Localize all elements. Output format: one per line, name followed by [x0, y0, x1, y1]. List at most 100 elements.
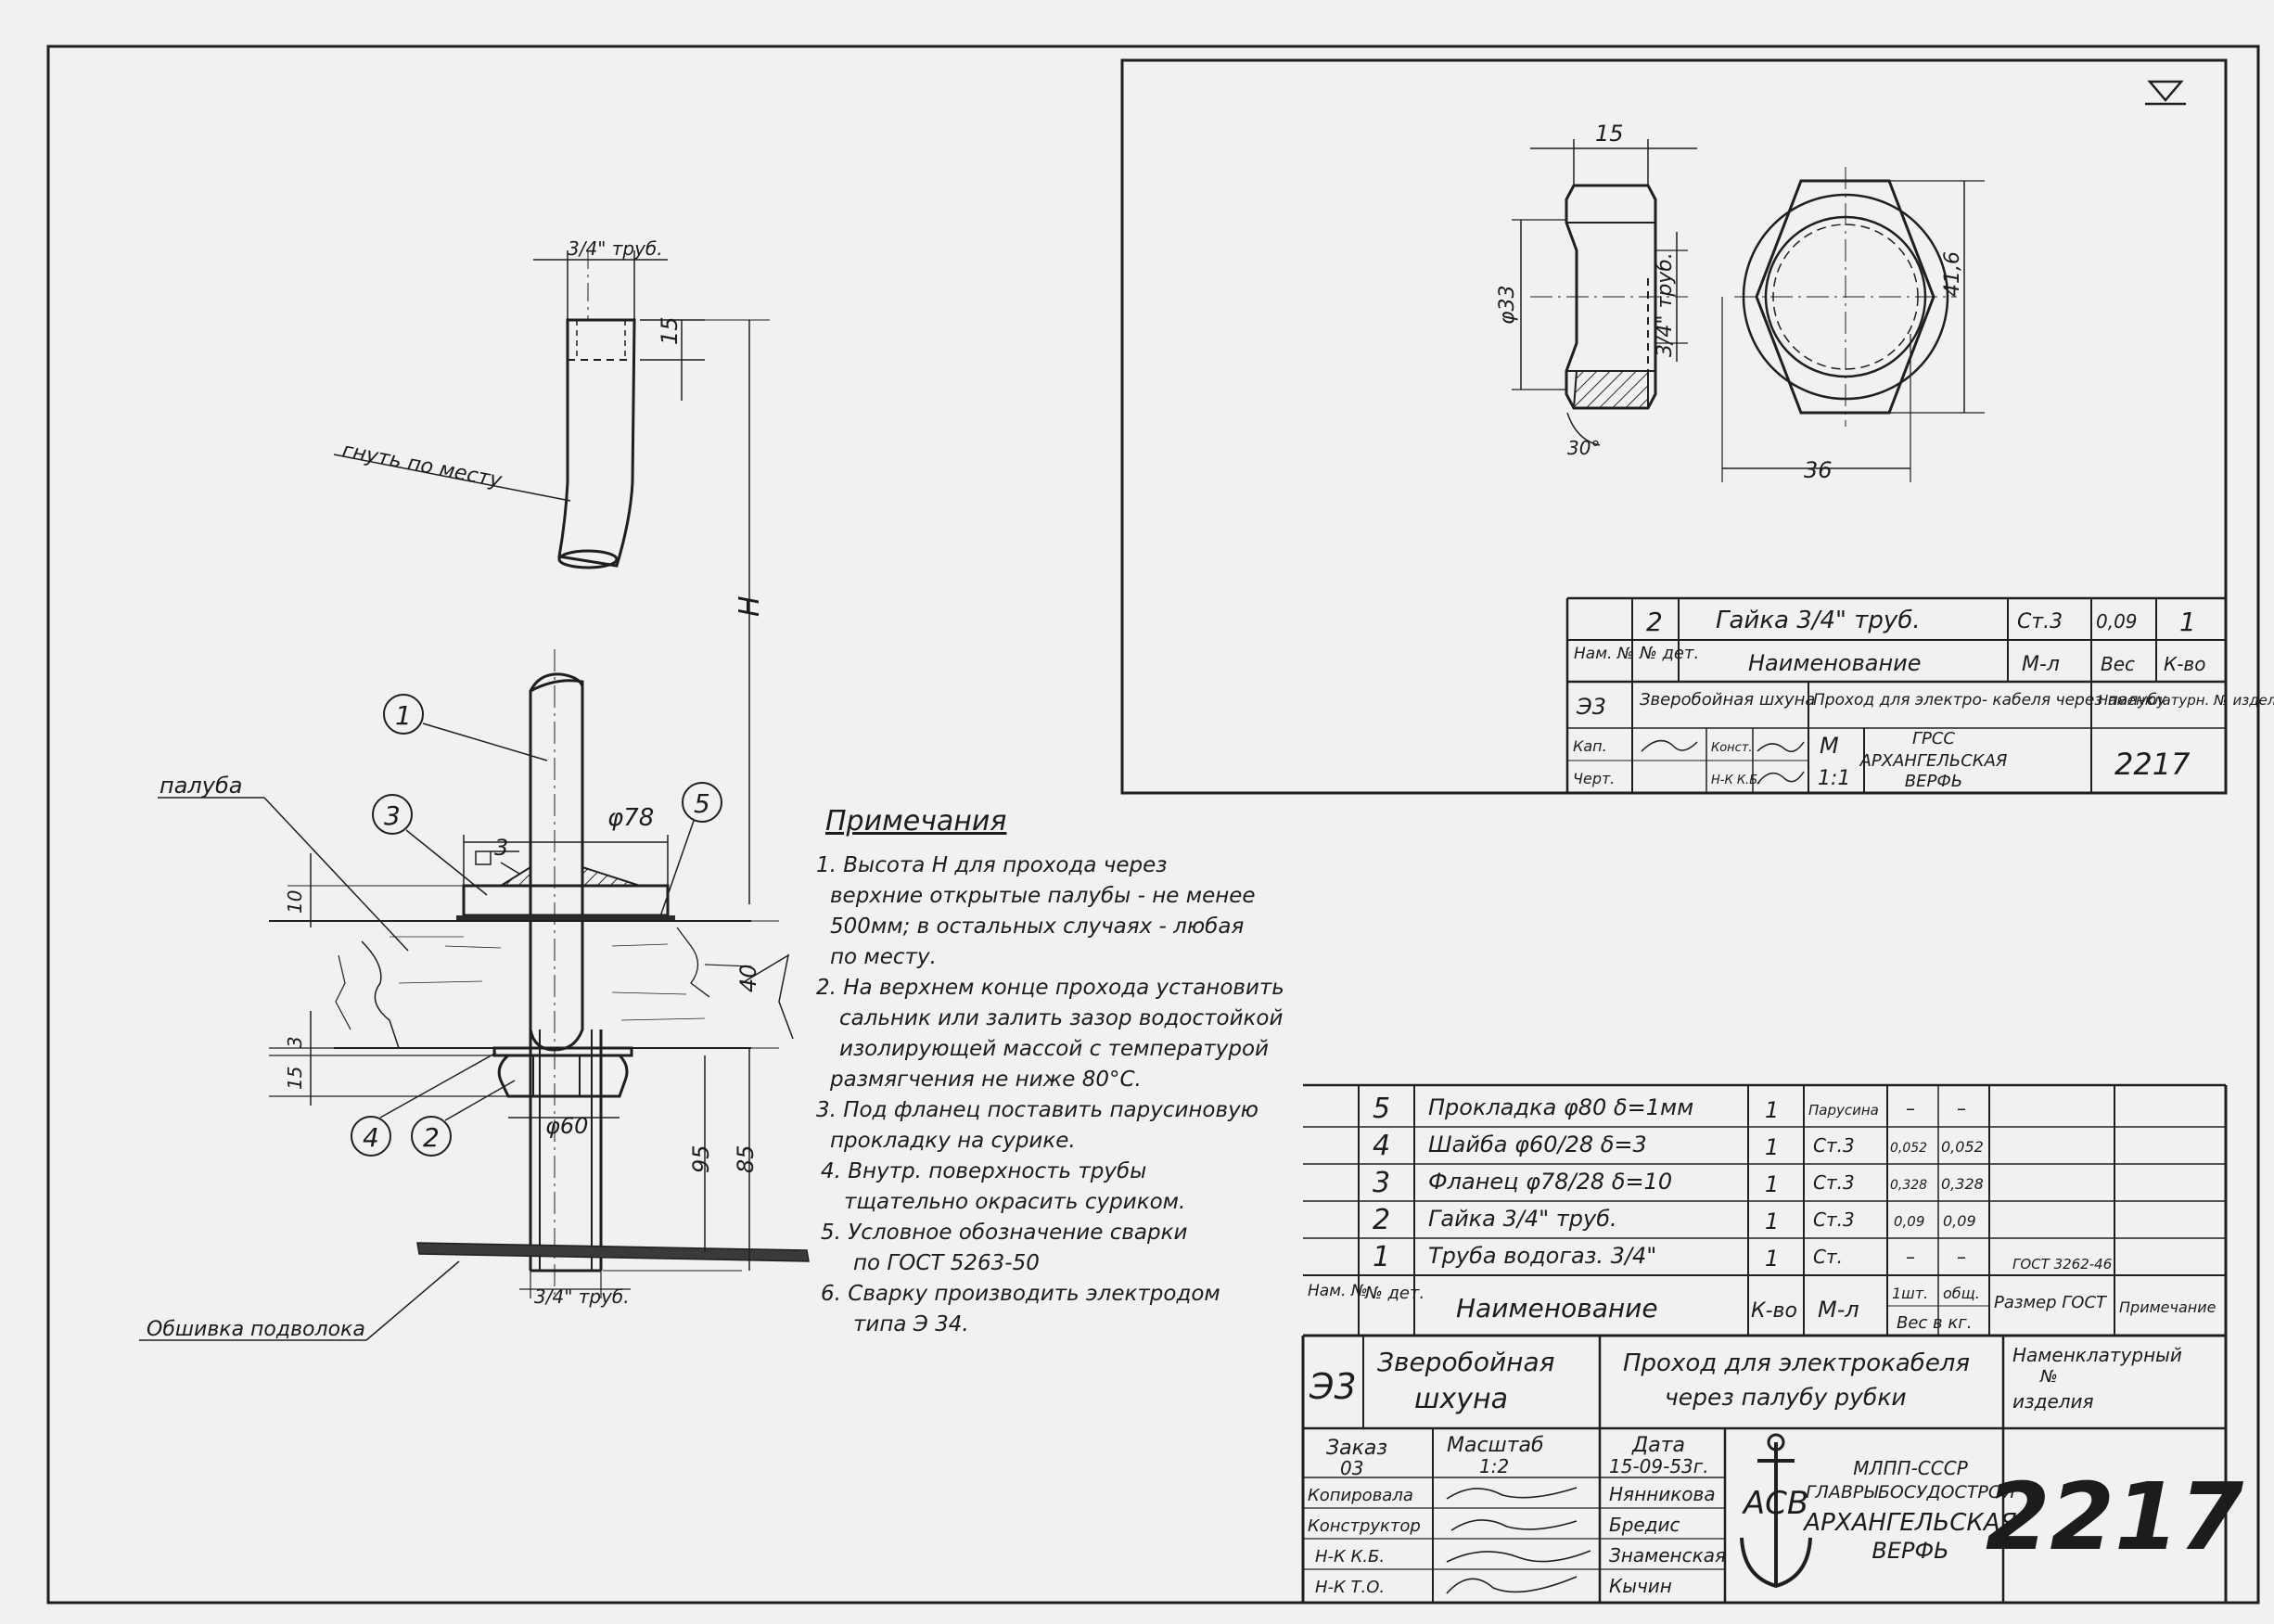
pipe-upper	[557, 318, 636, 568]
note-line: изолирующей массой с температурой	[839, 1037, 1269, 1061]
svg-text:2: 2	[1646, 607, 1663, 637]
svg-text:1: 1	[395, 700, 412, 731]
svg-text:–: –	[1906, 1246, 1915, 1268]
svg-text:1шт.: 1шт.	[1892, 1285, 1928, 1302]
svg-text:Фланец φ78/28 δ=10: Фланец φ78/28 δ=10	[1428, 1169, 1672, 1195]
drawing-number: 2217	[1986, 1463, 2244, 1571]
dim-across-flats: 36	[1804, 457, 1833, 483]
svg-text:1: 1	[1765, 1246, 1779, 1272]
svg-text:Н-К Т.О.: Н-К Т.О.	[1315, 1578, 1385, 1597]
dim-nut-dia: φ33	[1496, 285, 1519, 325]
svg-text:№: №	[2039, 1367, 2058, 1387]
svg-text:Шайба φ60/28 δ=3: Шайба φ60/28 δ=3	[1428, 1132, 1647, 1157]
dim-nut-h: 15	[284, 1067, 306, 1090]
signature	[1446, 1550, 1591, 1563]
nut-drawing-number: 2217	[2114, 747, 2191, 782]
svg-text:Вес: Вес	[2101, 653, 2135, 675]
svg-text:ВЕРФЬ: ВЕРФЬ	[1905, 772, 1962, 791]
svg-text:1:1: 1:1	[1818, 767, 1850, 790]
svg-text:Ст.3: Ст.3	[1813, 1208, 1855, 1231]
svg-text:2: 2	[1373, 1204, 1390, 1236]
note-line: 5. Условное обозначение сварки	[821, 1221, 1187, 1245]
svg-text:Кычин: Кычин	[1609, 1575, 1672, 1597]
dim-thread-len: 15	[657, 316, 683, 345]
nut-table: 2 Гайка 3/4" труб. Ст.3 0,09 1 Нам. № № …	[1565, 596, 2274, 793]
shipyard-logo: АСВ	[1740, 1433, 1812, 1589]
org-name: МЛПП-СССР	[1853, 1457, 1968, 1479]
svg-text:Конструктор: Конструктор	[1308, 1516, 1421, 1536]
svg-text:К-во: К-во	[2164, 653, 2205, 675]
pipe-cut-ellipse	[557, 549, 619, 569]
svg-text:3: 3	[384, 800, 401, 831]
dim-85: 85	[733, 1144, 759, 1173]
svg-text:М: М	[1820, 733, 1839, 759]
svg-text:1: 1	[1765, 1097, 1779, 1123]
gasket	[456, 915, 675, 921]
svg-text:Ст.3: Ст.3	[1813, 1134, 1855, 1157]
signature	[1446, 1576, 1578, 1594]
label-deck: палуба	[160, 773, 242, 799]
svg-text:Черт.: Черт.	[1573, 770, 1615, 787]
dim-height: H	[734, 595, 766, 617]
signature	[1757, 771, 1805, 785]
dim-pipe-bottom: 3/4" труб.	[534, 1285, 630, 1308]
svg-text:3: 3	[1373, 1167, 1390, 1199]
note-line: 6. Сварку производить электродом	[821, 1282, 1220, 1306]
ceiling-sheathing	[416, 1242, 810, 1262]
svg-text:Размер ГОСТ: Размер ГОСТ	[1994, 1293, 2108, 1312]
svg-text:общ.: общ.	[1943, 1285, 1980, 1302]
nut-detail: ∇ 15 φ33 3/4" труб. 30°	[1120, 58, 2274, 795]
svg-text:изделия: изделия	[2012, 1390, 2094, 1413]
svg-text:М-л: М-л	[2022, 653, 2060, 676]
weld-right	[581, 865, 641, 887]
assembly-view: 3/4" труб. 15 H гнуть по месту φ78 3	[139, 237, 810, 1341]
sheet-frame	[46, 45, 2260, 1605]
svg-text:–: –	[1957, 1246, 1966, 1268]
dim-nut-chamfer: 30°	[1567, 437, 1600, 459]
ship-name: Зверобойная	[1377, 1347, 1555, 1377]
svg-text:Конст.: Конст.	[1711, 741, 1753, 755]
svg-text:Кап.: Кап.	[1573, 737, 1607, 755]
dim-nut-thread: 3/4" труб.	[1654, 252, 1677, 357]
note-line: 3. Под фланец поставить парусиновую	[816, 1098, 1258, 1122]
svg-text:№ дет.: № дет.	[1364, 1284, 1424, 1303]
svg-text:1:2: 1:2	[1479, 1455, 1509, 1477]
svg-text:Дата: Дата	[1631, 1434, 1685, 1457]
svg-text:Наменклатурный: Наменклатурный	[2012, 1344, 2182, 1366]
svg-text:Гайка 3/4" труб.: Гайка 3/4" труб.	[1428, 1206, 1617, 1232]
svg-text:Заказ: Заказ	[1326, 1437, 1387, 1460]
svg-text:ГРСС: ГРСС	[1912, 729, 1955, 748]
note-line: размягчения не ниже 80°С.	[829, 1068, 1142, 1092]
ship-name: шхуна	[1414, 1383, 1508, 1415]
svg-text:0,09: 0,09	[1894, 1213, 1924, 1230]
notes-title: Примечания	[825, 805, 1006, 838]
svg-text:0,09: 0,09	[1943, 1212, 1976, 1230]
org-name: АРХАНГЕЛЬСКАЯ	[1802, 1509, 2016, 1537]
note-line: по ГОСТ 5263-50	[853, 1251, 1040, 1275]
pipe-main	[529, 679, 584, 1052]
callout-2: 2	[411, 1080, 516, 1157]
drawing-title: через палубу рубки	[1665, 1384, 1907, 1411]
callout-4: 4	[351, 1052, 497, 1157]
svg-text:Ст.: Ст.	[1813, 1246, 1843, 1268]
svg-text:Зверобойная шхуна: Зверобойная шхуна	[1640, 690, 1815, 710]
dim-nut-width: 15	[1595, 121, 1624, 147]
svg-text:Вес в кг.: Вес в кг.	[1897, 1313, 1972, 1333]
svg-text:Наименование: Наименование	[1456, 1293, 1658, 1323]
svg-text:Труба водогаз. 3/4": Труба водогаз. 3/4"	[1428, 1243, 1656, 1269]
dim-washer: 3	[284, 1036, 306, 1048]
dim-pipe-top: 3/4" труб.	[568, 237, 663, 260]
svg-text:К-во: К-во	[1751, 1299, 1797, 1323]
callout-3: 3	[372, 794, 488, 896]
org-name: ГЛАВРЫБОСУДОСТРОЙ	[1806, 1481, 2015, 1503]
note-line: 1. Высота Н для прохода через	[816, 853, 1168, 877]
svg-text:Нам. №: Нам. №	[1308, 1282, 1368, 1300]
svg-text:2: 2	[423, 1122, 440, 1153]
svg-text:Копировала: Копировала	[1308, 1486, 1413, 1505]
signature	[1641, 739, 1698, 752]
note-line: 500мм; в остальных случаях - любая	[830, 914, 1244, 939]
svg-text:1: 1	[1765, 1208, 1779, 1234]
dim-weld: 3	[494, 835, 508, 861]
